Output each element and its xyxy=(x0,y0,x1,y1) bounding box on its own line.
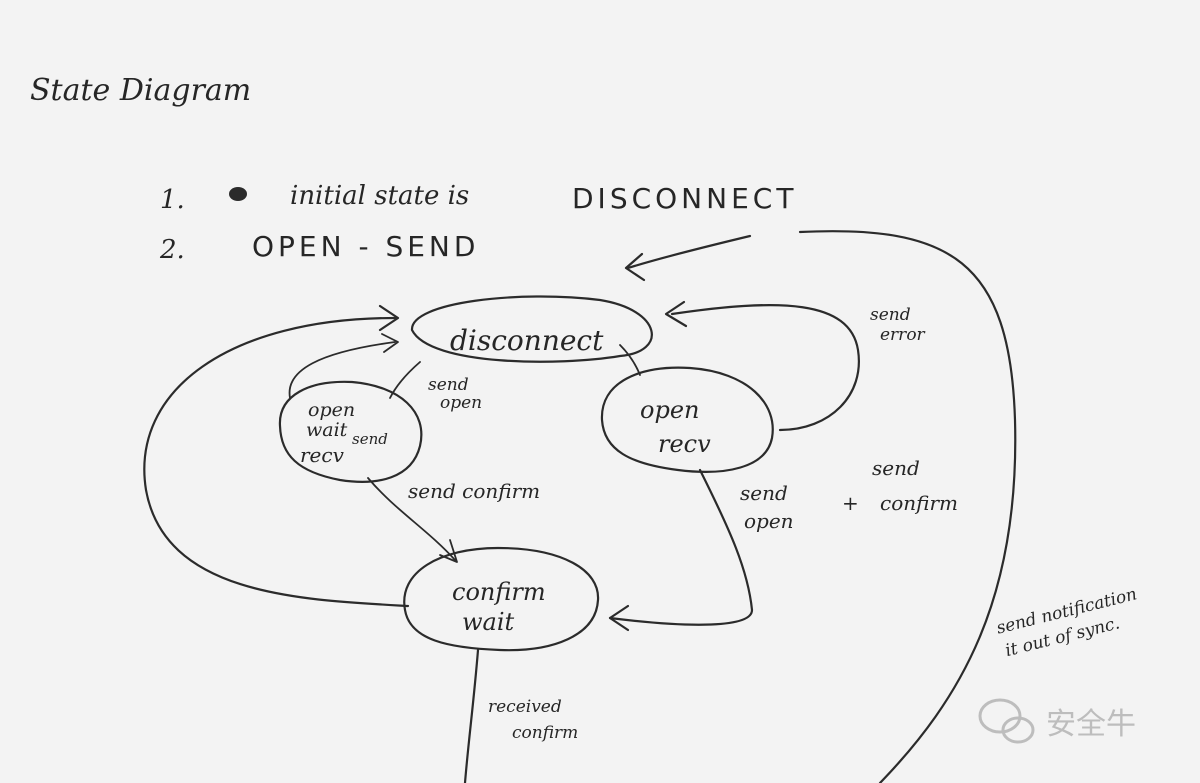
label-send-notification: send notification it out of sync. xyxy=(995,584,1139,661)
state-confirm-wait-line1: confirm xyxy=(452,578,546,606)
label-send-error-2: error xyxy=(880,325,926,345)
label-send-open-plus-1: send xyxy=(740,481,788,505)
label-send-open-plus-3: + xyxy=(842,491,859,515)
label-send-error-1: send xyxy=(870,305,911,325)
arrow-open-wait-to-confirm-wait xyxy=(367,477,458,563)
state-open-wait-line2: wait xyxy=(306,419,348,441)
diagram-title: State Diagram xyxy=(30,73,251,108)
label-received-confirm-1: received xyxy=(488,697,562,717)
label-send-open-plus-2: open xyxy=(744,509,794,533)
label-send-open-plus-4: send xyxy=(872,456,920,480)
label-send-open-plus-5: confirm xyxy=(880,491,958,515)
label-received-confirm-2: confirm xyxy=(512,723,578,743)
ink-blot xyxy=(229,187,247,201)
state-disconnect: disconnect xyxy=(410,295,653,363)
arrow-out-of-sync-return xyxy=(624,230,1017,783)
state-open-recv-line2: recv xyxy=(658,430,711,458)
arrow-open-wait-loop-back xyxy=(288,333,399,399)
state-open-wait-line3: send xyxy=(352,430,388,448)
watermark-text: 安全牛 xyxy=(1046,707,1136,742)
state-disconnect-label: disconnect xyxy=(450,324,604,357)
label-send-open-1: send xyxy=(428,375,469,395)
note-1-value: DISCONNECT xyxy=(572,182,797,215)
label-send-open-2: open xyxy=(440,393,482,413)
state-open-recv-line1: open xyxy=(640,396,699,424)
wechat-icon xyxy=(978,698,1035,744)
state-open-wait: open wait send recv xyxy=(278,380,423,483)
arrow-open-recv-error-loop xyxy=(664,300,860,432)
arrow-confirm-wait-down xyxy=(463,648,480,783)
state-confirm-wait-line2: wait xyxy=(462,608,515,636)
state-open-recv: open recv xyxy=(600,366,774,473)
note-2-number: 2. xyxy=(159,235,185,265)
arrow-confirm-wait-to-disconnect xyxy=(143,304,410,608)
arrow-disconnect-to-open-wait xyxy=(389,361,421,399)
arrow-disconnect-to-open-recv xyxy=(619,344,641,376)
note-1-number: 1. xyxy=(160,185,185,215)
label-send-confirm: send confirm xyxy=(408,479,540,503)
state-open-wait-line4: recv xyxy=(300,443,345,467)
arrow-open-recv-to-confirm-wait xyxy=(608,468,754,632)
note-1-text: initial state is xyxy=(290,181,469,211)
note-2-text: OPEN - SEND xyxy=(252,230,479,263)
state-open-wait-line1: open xyxy=(308,399,355,421)
watermark: 安全牛 xyxy=(978,698,1136,744)
state-confirm-wait: confirm wait xyxy=(403,546,600,652)
